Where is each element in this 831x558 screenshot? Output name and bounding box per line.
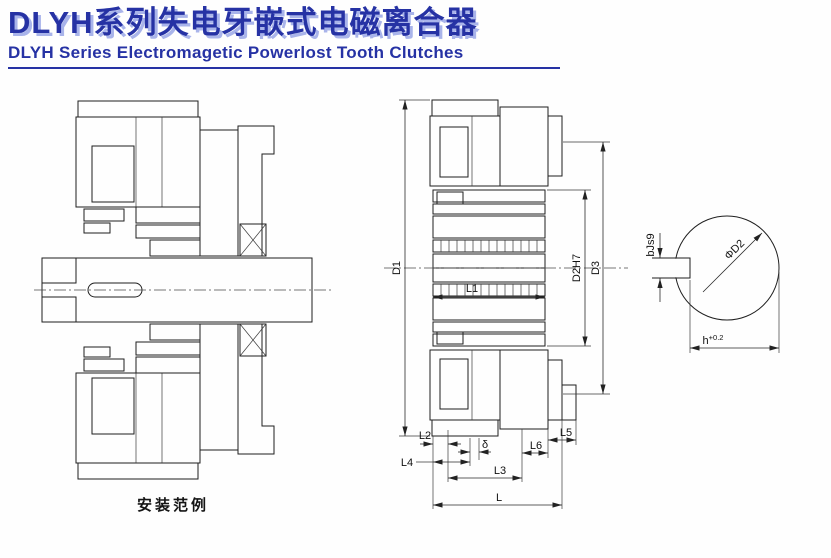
dim-label-l4: L4 (401, 457, 413, 469)
coil-section (439, 126, 469, 178)
installation-figure (34, 100, 334, 480)
bearing-cross (239, 223, 267, 257)
bolt-section (83, 208, 125, 222)
dim-label-l5: L5 (560, 427, 572, 439)
armature-disc (432, 203, 546, 215)
keyway-slot (652, 257, 691, 279)
armature-disc (432, 189, 546, 203)
installation-caption: 安装范例 (137, 497, 210, 514)
dim-label-d1: D1 (391, 261, 403, 275)
hub-section (432, 215, 546, 239)
dim-label-keyway-width: bJs9 (645, 233, 657, 256)
depth-tolerance: +0.2 (709, 333, 724, 342)
dim-label-l1: L1 (466, 283, 478, 295)
section-lower-half (429, 267, 563, 437)
end-cap-section (431, 99, 499, 117)
dim-label-d3: D3 (590, 261, 602, 275)
page-header: DLYH系列失电牙嵌式电磁离合器 DLYH Series Electromage… (8, 4, 560, 70)
shaft-end-section (41, 296, 77, 323)
armature-disc (135, 224, 201, 239)
dim-label-keyway-depth: h+0.2 (703, 333, 724, 347)
sleeve-section (432, 253, 546, 269)
dim-label-bore: ΦD2 (723, 238, 748, 263)
keyway-mask (671, 258, 690, 278)
dim-label-l3: L3 (494, 465, 506, 477)
shaft-bore-figure: bJs9 h+0.2 ΦD2 (645, 215, 780, 353)
section-figure: D1 D2H7 D3 L1 L2 (384, 99, 628, 509)
page-title: DLYH系列失电牙嵌式电磁离合器 (8, 5, 478, 40)
bolt-section (436, 191, 464, 205)
tooth-ticks (440, 240, 538, 252)
rotor-section (199, 129, 239, 257)
installation-upper-half (75, 100, 275, 257)
installation-lower-half (75, 323, 275, 480)
rotor-section (499, 106, 549, 187)
dimension-line-bore (702, 232, 763, 293)
dim-label-l6: L6 (530, 440, 542, 452)
hub-section (149, 239, 201, 257)
dim-label-delta: δ (482, 439, 488, 451)
dim-label-d2: D2H7 (571, 254, 583, 282)
header-divider (8, 67, 560, 70)
spacer-section (83, 222, 111, 234)
bearing-section (239, 223, 267, 257)
dim-label-l2: L2 (419, 430, 431, 442)
depth-symbol: h (703, 335, 709, 347)
yoke-section (75, 116, 201, 208)
section-upper-half (429, 99, 563, 269)
armature-disc (135, 206, 201, 224)
dim-label-l: L (496, 492, 502, 504)
shaft-end-section (41, 257, 77, 284)
coil-section (91, 145, 135, 203)
section-dimensions: D1 D2H7 D3 L1 L2 (391, 99, 610, 509)
flange-step-section (547, 115, 563, 177)
lower-flange-step (561, 384, 577, 421)
end-cap-section (77, 100, 199, 118)
page-subtitle: DLYH Series Electromagetic Powerlost Too… (8, 43, 464, 63)
